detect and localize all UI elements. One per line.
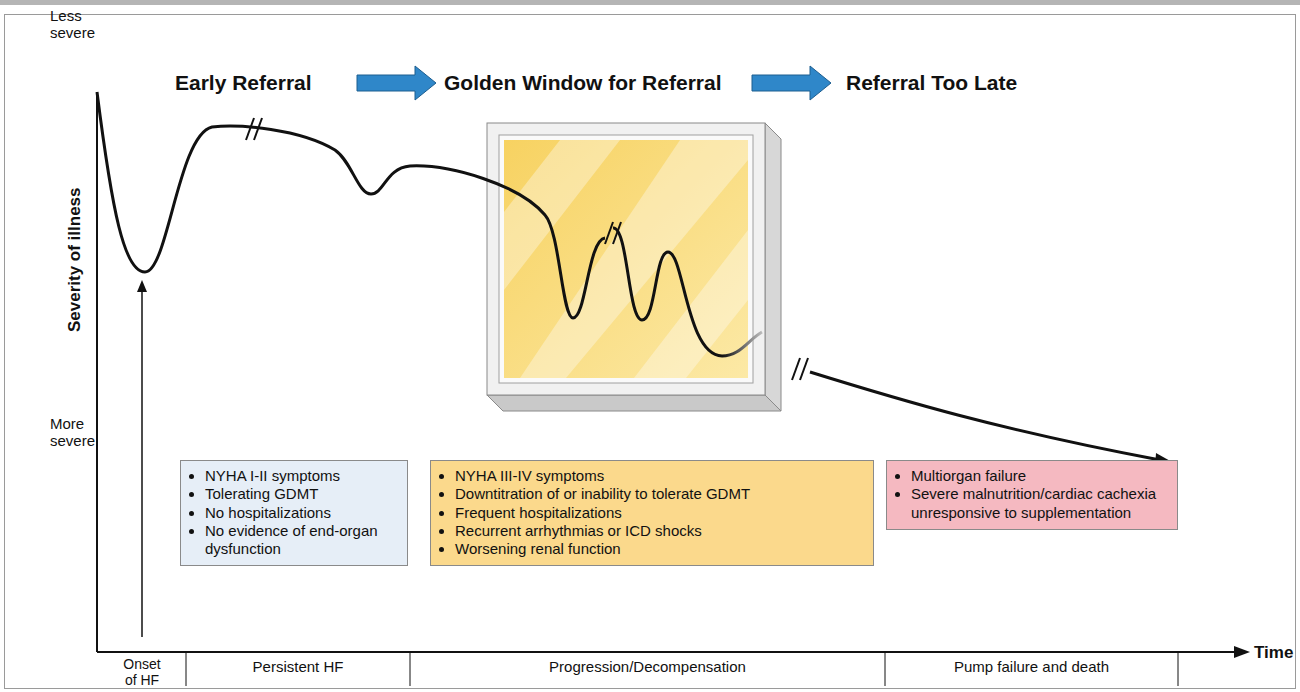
- bullet-item: No evidence of end-organ dysfunction: [205, 522, 399, 559]
- axis-ticks: [186, 652, 1178, 686]
- bullet-item: NYHA III-IV symptoms: [455, 467, 865, 485]
- illness-curve: [810, 372, 1160, 460]
- axis-end-label: Less severe: [50, 7, 96, 42]
- stage-heading: Early Referral: [175, 71, 355, 95]
- phase-label: Progression/Decompensation: [414, 658, 881, 675]
- window-glare: [504, 140, 748, 378]
- bullet-item: Recurrent arrhythmias or ICD shocks: [455, 522, 865, 540]
- onset-arrowhead: [137, 280, 147, 292]
- phase-label: Onset of HF: [118, 656, 166, 688]
- onset-pointer: [141, 290, 143, 637]
- bullet-list: NYHA I-II symptomsTolerating GDMTNo hosp…: [189, 467, 399, 558]
- axis-title: Severity of illness: [65, 135, 85, 385]
- bullet-item: Multiorgan failure: [911, 467, 1169, 485]
- bullet-item: No hospitalizations: [205, 504, 399, 522]
- outer-frame: [5, 15, 1296, 689]
- window-glass: [504, 140, 748, 378]
- bullet-item: Tolerating GDMT: [205, 485, 399, 503]
- referral-arrow: [357, 66, 436, 100]
- bullet-item: Frequent hospitalizations: [455, 504, 865, 522]
- illness-curve-fade: [722, 332, 762, 356]
- bullet-list: NYHA III-IV symptomsDowntitration of or …: [439, 467, 865, 558]
- phase-label: Persistent HF: [190, 658, 406, 675]
- bullet-list: Multiorgan failureSevere malnutrition/ca…: [895, 467, 1169, 522]
- break-marks: [246, 118, 808, 380]
- referral-arrow: [752, 66, 831, 100]
- bullet-item: NYHA I-II symptoms: [205, 467, 399, 485]
- stage-heading: Golden Window for Referral: [444, 71, 750, 95]
- window-inner-frame: [499, 135, 753, 383]
- window-bottom: [487, 395, 781, 411]
- illness-curve: [613, 228, 722, 356]
- bullet-item: Worsening renal function: [455, 540, 865, 558]
- late-box: Multiorgan failureSevere malnutrition/ca…: [886, 460, 1178, 530]
- top-bar: [0, 0, 1300, 5]
- bullet-item: Severe malnutrition/cardiac cachexia unr…: [911, 485, 1169, 522]
- window-side: [765, 123, 781, 411]
- axis-end-label: More severe: [50, 415, 96, 450]
- phase-label: Pump failure and death: [889, 658, 1174, 675]
- bullet-item: Downtitration of or inability to tolerat…: [455, 485, 865, 503]
- window-box: NYHA III-IV symptomsDowntitration of or …: [430, 460, 874, 566]
- x-axis: [97, 651, 1238, 653]
- axis-arrowhead: [1234, 646, 1250, 658]
- early-box: NYHA I-II symptomsTolerating GDMTNo hosp…: [180, 460, 408, 566]
- y-axis: [96, 92, 98, 652]
- illness-curve: [97, 92, 605, 318]
- window-frame: [487, 123, 765, 395]
- stage-heading: Referral Too Late: [846, 71, 1046, 95]
- axis-title: Time: [1254, 643, 1298, 663]
